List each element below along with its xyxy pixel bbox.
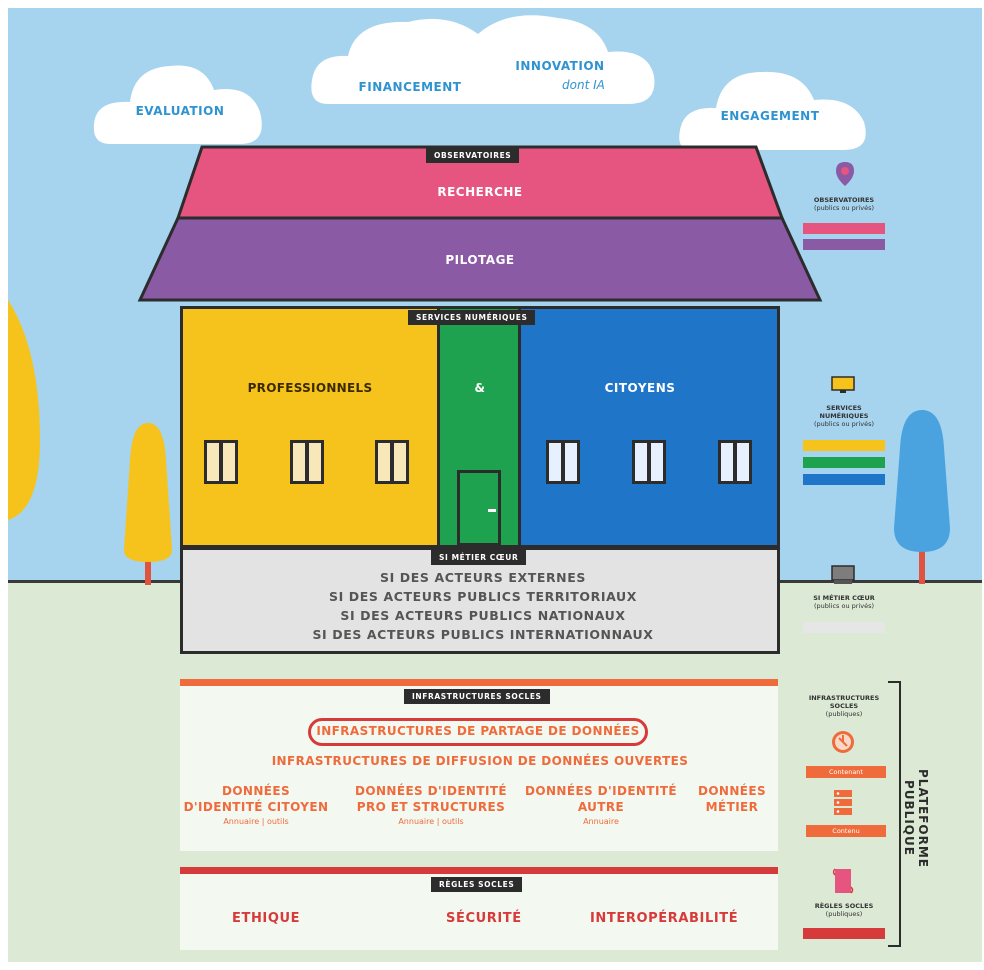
infra-col2-title1: DONNÉES D'IDENTITÉ bbox=[355, 784, 507, 798]
plateforme-bracket bbox=[888, 681, 901, 947]
cloud-financement: FINANCEMENT bbox=[358, 80, 462, 94]
infra-col1-title2: D'IDENTITÉ CITOYEN bbox=[183, 800, 329, 814]
metier-line: SI DES ACTEURS PUBLICS TERRITORIAUX bbox=[328, 589, 637, 604]
plateforme-publique-label: PLATEFORME PUBLIQUE bbox=[902, 768, 930, 868]
legend-bar-green bbox=[803, 457, 885, 468]
cloud-engagement: ENGAGEMENT bbox=[720, 109, 820, 123]
legend-regles: RÈGLES SOCLES (publiques) bbox=[796, 902, 892, 918]
legend-bar-pink bbox=[803, 223, 885, 234]
door bbox=[457, 470, 501, 546]
legend-bar-purple bbox=[803, 239, 885, 250]
roof-pilotage-label: PILOTAGE bbox=[445, 253, 515, 267]
roof-pilotage-band bbox=[137, 216, 823, 302]
legend-services: SERVICES NUMÉRIQUES (publics ou privés) bbox=[796, 404, 892, 428]
legend-infra-title2: SOCLES bbox=[829, 702, 859, 710]
legend-infra: INFRASTRUCTURES SOCLES (publiques) bbox=[796, 694, 892, 718]
legend-services-title1: SERVICES bbox=[826, 404, 862, 412]
infra-partage: INFRASTRUCTURES DE PARTAGE DE DONNÉES bbox=[316, 724, 640, 738]
legend-bar-red bbox=[803, 928, 885, 939]
roof bbox=[137, 145, 823, 302]
window bbox=[632, 440, 666, 484]
legend-bar-blue bbox=[803, 474, 885, 485]
cloud-financement-shape bbox=[311, 15, 655, 105]
rule-securite: SÉCURITÉ bbox=[446, 911, 522, 926]
section-professionnels bbox=[180, 306, 440, 548]
legend-contenant: Contenant bbox=[806, 766, 886, 778]
infra-col2-title2: PRO ET STRUCTURES bbox=[356, 800, 506, 814]
infra-col3-title1: DONNÉES D'IDENTITÉ bbox=[525, 784, 677, 798]
cloud-innovation: INNOVATION bbox=[515, 59, 605, 73]
metier-line: SI DES ACTEURS EXTERNES bbox=[380, 570, 586, 585]
label-ampersand: & bbox=[474, 381, 486, 395]
label-professionnels: PROFESSIONNELS bbox=[247, 381, 373, 395]
legend-infra-title1: INFRASTRUCTURES bbox=[808, 694, 880, 702]
legend-observatoires-sub: (publics ou privés) bbox=[813, 204, 875, 212]
tag-infrastructures-socles: INFRASTRUCTURES SOCLES bbox=[404, 689, 550, 704]
cloud-evaluation: EVALUATION bbox=[135, 104, 225, 118]
section-infrastructures bbox=[180, 679, 778, 851]
infra-diffusion: INFRASTRUCTURES DE DIFFUSION DE DONNÉES … bbox=[271, 754, 689, 768]
observatory-pin-icon bbox=[836, 162, 854, 186]
infra-col3-sub: Annuaire bbox=[583, 817, 619, 826]
infra-col4-title2: MÉTIER bbox=[705, 800, 759, 814]
monitor-icon bbox=[831, 376, 855, 393]
legend-services-sub: (publics ou privés) bbox=[813, 420, 875, 428]
legend-observatoires-title: OBSERVATOIRES bbox=[813, 196, 875, 204]
section-citoyens bbox=[518, 306, 780, 548]
server-icon bbox=[834, 790, 852, 815]
legend-bar-yellow bbox=[803, 440, 885, 451]
window bbox=[546, 440, 580, 484]
tag-services-numeriques: SERVICES NUMÉRIQUES bbox=[408, 310, 536, 325]
cloud-evaluation-shape bbox=[93, 65, 262, 144]
window bbox=[290, 440, 324, 484]
legend-bar-grey bbox=[803, 622, 885, 633]
legend-observatoires: OBSERVATOIRES (publics ou privés) bbox=[796, 196, 892, 212]
cloud-innovation-sub: dont IA bbox=[562, 78, 605, 92]
rule-interoperabilite: INTEROPÉRABILITÉ bbox=[590, 911, 739, 926]
rule-ethique: ETHIQUE bbox=[232, 911, 301, 926]
label-citoyens: CITOYENS bbox=[604, 381, 676, 395]
legend-services-title2: NUMÉRIQUES bbox=[819, 412, 869, 420]
cloud-engagement-shape bbox=[679, 71, 866, 150]
infra-top-bar bbox=[180, 679, 778, 686]
legend-metier-sub: (publics ou privés) bbox=[813, 602, 875, 610]
legend-metier: SI MÉTIER CŒUR (publics ou privés) bbox=[796, 594, 892, 610]
window bbox=[204, 440, 238, 484]
infra-col2-sub: Annuaire | outils bbox=[398, 817, 464, 826]
tag-observatoires: OBSERVATOIRES bbox=[426, 148, 520, 163]
regles-top-bar bbox=[180, 867, 778, 874]
roof-recherche-label: RECHERCHE bbox=[437, 185, 523, 199]
highlight-ellipse bbox=[308, 718, 648, 746]
infra-col1-sub: Annuaire | outils bbox=[223, 817, 289, 826]
scroll-icon bbox=[832, 868, 854, 894]
metier-line: SI DES ACTEURS PUBLICS NATIONAUX bbox=[340, 608, 626, 623]
infra-col1-title1: DONNÉES bbox=[221, 784, 291, 798]
legend-regles-title: RÈGLES SOCLES bbox=[814, 902, 874, 910]
tree-left-small bbox=[124, 423, 172, 585]
legend-contenu: Contenu bbox=[806, 825, 886, 837]
infra-col3-title2: AUTRE bbox=[577, 800, 625, 814]
tag-si-metier-coeur: SI MÉTIER CŒUR bbox=[431, 550, 527, 565]
tag-regles-socles: RÈGLES SOCLES bbox=[431, 877, 523, 892]
door-handle bbox=[488, 509, 496, 512]
legend-metier-title: SI MÉTIER CŒUR bbox=[813, 594, 875, 602]
infra-col4-title1: DONNÉES bbox=[697, 784, 767, 798]
window bbox=[375, 440, 409, 484]
tree-left-large bbox=[8, 300, 40, 520]
legend-infra-sub: (publiques) bbox=[825, 710, 863, 718]
legend-regles-sub: (publiques) bbox=[825, 910, 863, 918]
computer-icon bbox=[831, 565, 855, 584]
window bbox=[718, 440, 752, 484]
metier-line: SI DES ACTEURS PUBLICS INTERNATIONNAUX bbox=[312, 627, 654, 642]
satellite-icon bbox=[832, 731, 854, 753]
tree-right bbox=[894, 410, 950, 584]
